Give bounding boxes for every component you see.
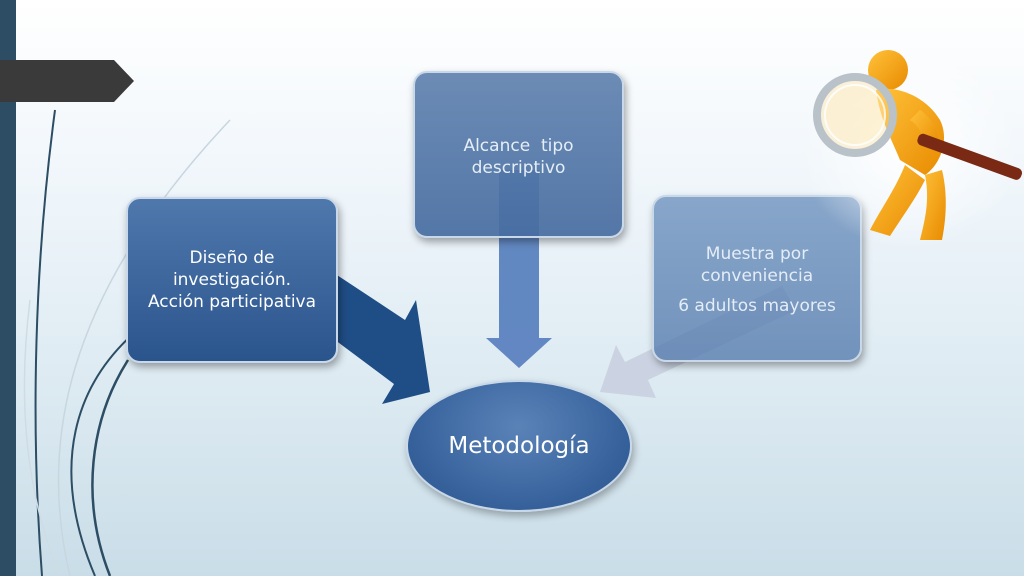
box-design: Diseño de investigación. Acción particip… [126, 197, 338, 363]
left-accent-bar [0, 0, 16, 576]
box-scope: Alcance tipo descriptivo [413, 71, 624, 238]
box-design-line3: Acción participativa [147, 292, 317, 312]
box-sample: Muestra por conveniencia 6 adultos mayor… [652, 195, 862, 362]
box-design-line2: investigación. [172, 270, 292, 290]
box-sample-line1: Muestra por [705, 244, 809, 264]
center-methodology-label: Metodología [448, 433, 590, 459]
box-design-line1: Diseño de [189, 248, 275, 268]
header-tab-shape [0, 60, 134, 102]
center-methodology: Metodología [406, 380, 632, 512]
box-scope-line1: Alcance tipo [463, 136, 574, 156]
box-sample-line2: conveniencia [700, 266, 814, 286]
box-scope-line2: descriptivo [471, 158, 566, 178]
box-sample-line3: 6 adultos mayores [678, 296, 836, 316]
magnifier-person-icon [800, 50, 1023, 250]
